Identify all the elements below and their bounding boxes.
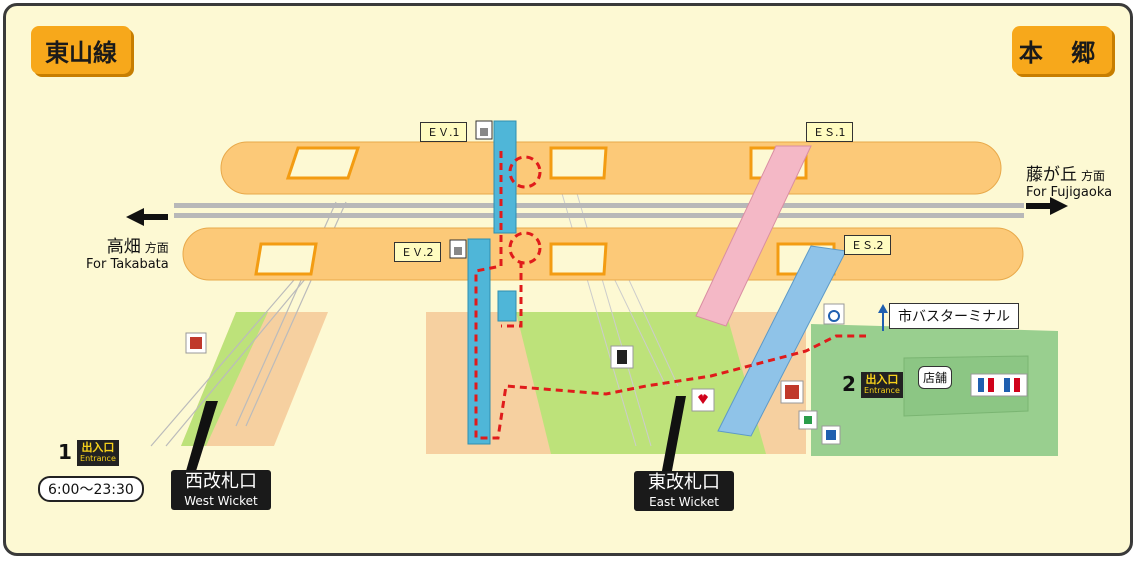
direction-left-en: For Takabata (86, 257, 169, 272)
es2-label: ＥＳ.2 (844, 235, 891, 255)
west-wicket-en: West Wicket (184, 494, 258, 508)
ev2-label: ＥＶ.2 (394, 242, 441, 262)
exit-2-number: 2 (842, 372, 856, 396)
track-upper (174, 203, 1024, 208)
bus-terminal-label: 市バスターミナル (889, 303, 1019, 329)
exit-2-en: Entrance (864, 386, 900, 395)
exit-1-number: 1 (58, 440, 72, 464)
arrow-right-icon (1026, 197, 1068, 215)
east-wicket-jp: 東改札口 (648, 472, 720, 493)
west-wicket-pointer (186, 401, 218, 471)
shop-label: 店舗 (918, 366, 953, 389)
elevator-ev2-shaft (467, 238, 491, 445)
east-concourse-gates (516, 312, 766, 454)
line-name-badge: 東山線 (31, 26, 131, 74)
restroom-icon (970, 373, 1028, 397)
elevator-ev1-shaft (493, 120, 517, 234)
east-wicket-label: 東改札口 East Wicket (634, 471, 734, 511)
direction-left-suffix: 方面 (144, 241, 169, 255)
station-diagram (126, 120, 1068, 476)
direction-right: 藤が丘方面 For Fujigaoka (1026, 160, 1112, 200)
exit-1-hours: 6:00〜23:30 (38, 476, 144, 502)
west-wicket-jp: 西改札口 (185, 471, 257, 492)
exit-1-en: Entrance (80, 454, 116, 463)
station-name-badge: 本 郷 (1012, 26, 1112, 74)
east-wicket-pointer (661, 396, 686, 476)
escalator-es1 (695, 145, 812, 327)
es1-label: ＥＳ.1 (806, 122, 853, 142)
direction-right-en: For Fujigaoka (1026, 185, 1113, 200)
track-lower (174, 213, 1024, 218)
direction-left-name: 高畑 (106, 237, 141, 257)
west-wicket-label: 西改札口 West Wicket (171, 470, 271, 510)
ev1-label: ＥＶ.1 (420, 122, 467, 142)
direction-right-suffix: 方面 (1081, 169, 1106, 183)
station-map: 東山線 本 郷 藤が丘方面 For Fujigaoka 高畑方面 For Tak… (3, 3, 1133, 556)
barrier-free-route (474, 151, 866, 440)
escalator-es2 (717, 245, 847, 437)
direction-right-name: 藤が丘 (1026, 165, 1077, 185)
bus-arrow-icon (878, 304, 888, 313)
arrow-left-icon (126, 208, 168, 226)
east-wicket-en: East Wicket (649, 495, 719, 509)
direction-left: 高畑方面 For Takabata (86, 232, 169, 272)
